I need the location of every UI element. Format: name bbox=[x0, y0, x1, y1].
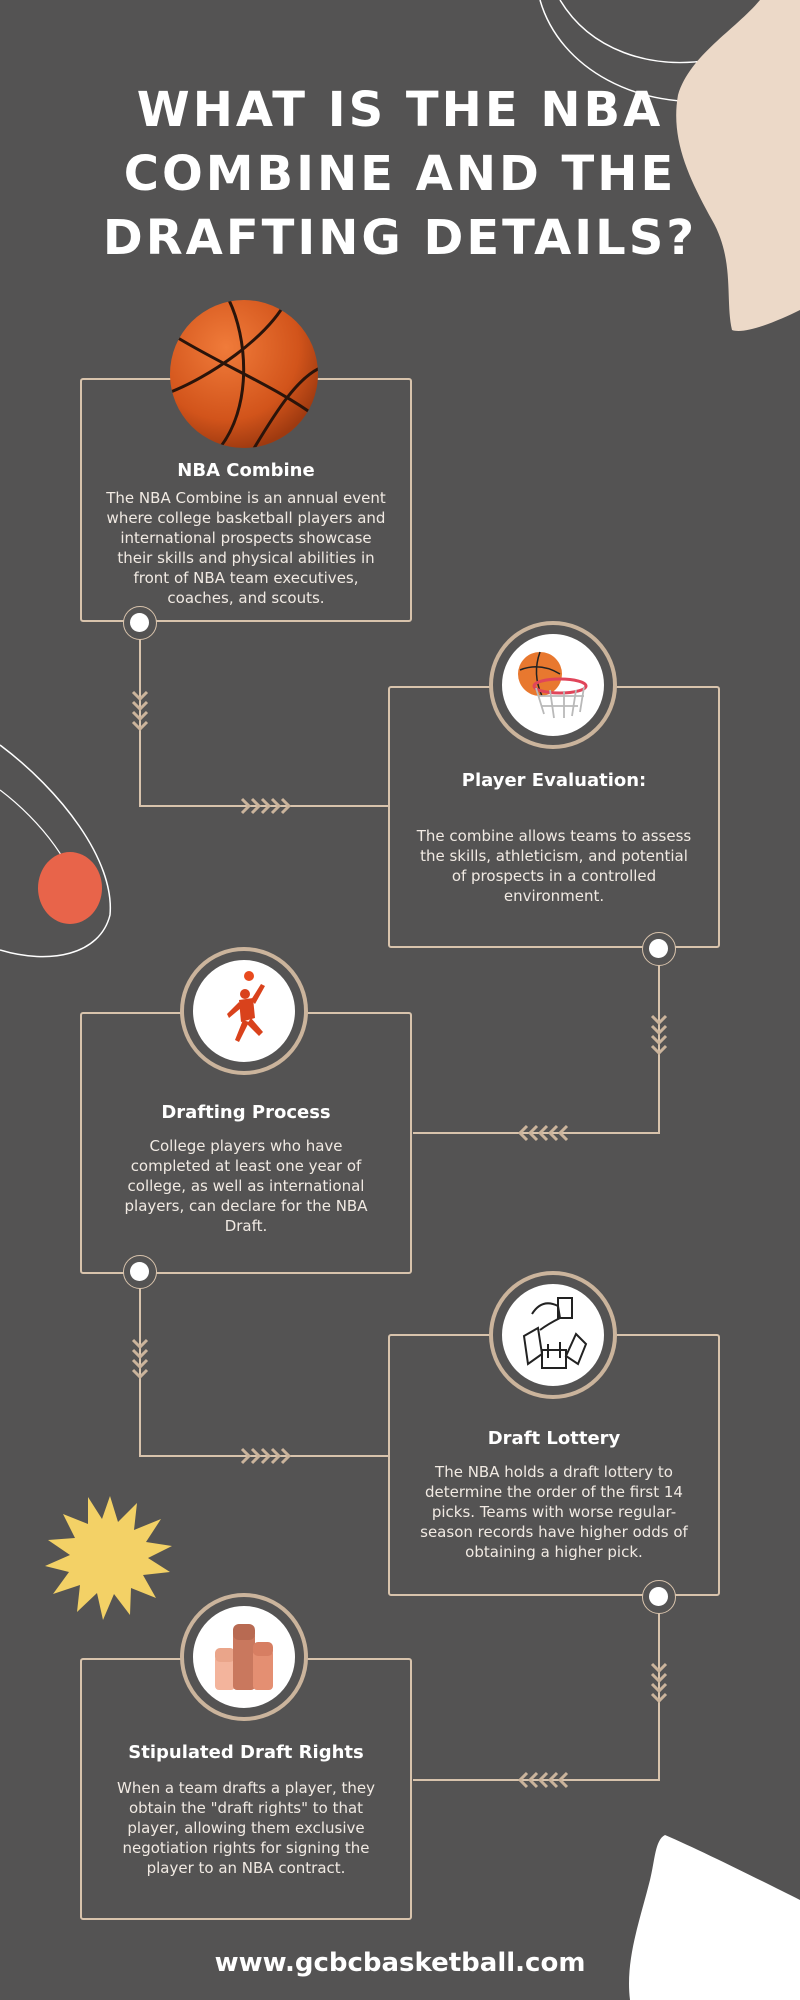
decor-line-top-2 bbox=[559, 0, 711, 64]
decor-line-left bbox=[0, 744, 111, 958]
step-heading: Player Evaluation: bbox=[461, 770, 647, 791]
step-heading: Drafting Process bbox=[161, 1102, 331, 1123]
step-card-drafting-process: Drafting Process College players who hav… bbox=[80, 1012, 412, 1274]
basketball-icon bbox=[170, 300, 318, 448]
yellow-starburst bbox=[45, 1496, 172, 1620]
step-description: When a team drafts a player, they obtain… bbox=[117, 1779, 375, 1877]
step-description: College players who have completed at le… bbox=[124, 1137, 368, 1235]
footer-website-link[interactable]: www.gcbcbasketball.com bbox=[214, 1948, 586, 1978]
timeline-dot bbox=[642, 932, 676, 966]
connector-3 bbox=[139, 1272, 388, 1457]
icon-frame bbox=[493, 625, 613, 745]
chevrons bbox=[131, 690, 668, 1789]
ballot-box-icon bbox=[522, 1297, 588, 1369]
timeline-dot bbox=[123, 1255, 157, 1289]
dunking-player-icon bbox=[227, 971, 265, 1042]
connector-1 bbox=[139, 625, 388, 807]
step-heading: Draft Lottery bbox=[487, 1428, 621, 1449]
step-card-nba-combine: NBA Combine The NBA Combine is an annual… bbox=[80, 378, 412, 622]
icon-frame bbox=[184, 951, 304, 1071]
white-blob bbox=[629, 1835, 800, 2000]
basketball-hoop-icon bbox=[518, 651, 588, 719]
step-card-player-evaluation: Player Evaluation: The combine allows te… bbox=[388, 686, 720, 948]
connector-2 bbox=[413, 948, 660, 1134]
connector-lines bbox=[139, 625, 660, 1781]
step-description: The combine allows teams to assess the s… bbox=[416, 827, 692, 905]
step-heading: NBA Combine bbox=[177, 460, 315, 481]
peach-blob bbox=[676, 0, 800, 331]
raised-fists-icon bbox=[215, 1624, 273, 1690]
step-description: The NBA Combine is an annual event where… bbox=[106, 489, 386, 607]
timeline-dot bbox=[642, 1580, 676, 1614]
connector-4 bbox=[413, 1596, 660, 1781]
page-title: WHAT IS THE NBA COMBINE AND THE DRAFTING… bbox=[102, 82, 698, 266]
timeline-dot bbox=[123, 606, 157, 640]
step-description: The NBA holds a draft lottery to determi… bbox=[420, 1463, 688, 1561]
step-heading: Stipulated Draft Rights bbox=[128, 1742, 364, 1763]
icon-frame bbox=[184, 1597, 304, 1717]
orange-blob bbox=[38, 852, 102, 924]
icon-frame bbox=[493, 1275, 613, 1395]
